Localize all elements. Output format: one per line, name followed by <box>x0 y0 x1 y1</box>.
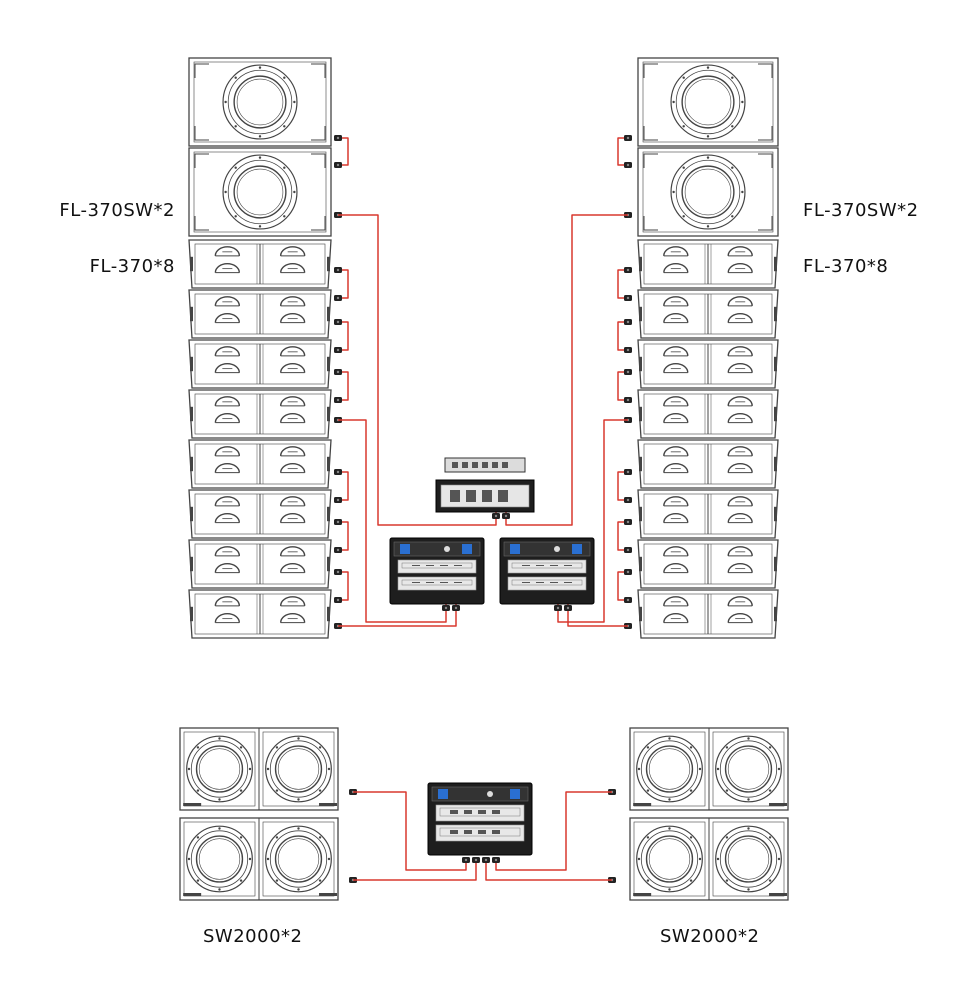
speakon-connector <box>624 597 632 603</box>
speaker-cable <box>617 269 628 299</box>
speaker-cable <box>338 371 349 401</box>
bottom-right-subwoofer-label: SW2000*2 <box>660 926 760 947</box>
speakon-connector <box>624 547 632 553</box>
speaker-cable <box>617 371 628 401</box>
speaker-cable <box>485 858 612 881</box>
right-line-array-cabinet <box>637 389 779 439</box>
speakon-connector <box>624 135 632 141</box>
left-amplifier-rack <box>389 537 485 605</box>
left-array-label: FL-370*8 <box>89 256 175 277</box>
speaker-cable <box>617 471 628 501</box>
speaker-cable <box>338 471 349 501</box>
speakon-connector <box>624 295 632 301</box>
speakon-connector <box>334 369 342 375</box>
subwoofer-amplifier <box>435 479 535 513</box>
speaker-cable <box>617 521 628 551</box>
speaker-cable <box>353 858 477 881</box>
speakon-connector <box>334 162 342 168</box>
speakon-connector <box>502 513 510 519</box>
speaker-cable <box>338 571 349 601</box>
speakon-connector <box>624 519 632 525</box>
right-line-array-cabinet <box>637 289 779 339</box>
speaker-cable <box>495 791 612 871</box>
speaker-cable <box>567 604 628 627</box>
speaker-cable <box>557 419 628 623</box>
speakon-connector <box>334 295 342 301</box>
speaker-cable <box>353 791 467 871</box>
speaker-cable <box>617 571 628 601</box>
left-line-array-cabinet <box>188 589 332 639</box>
speakon-connector <box>624 162 632 168</box>
right-line-array-cabinet <box>637 489 779 539</box>
speaker-cable <box>338 269 349 299</box>
speakon-connector <box>334 135 342 141</box>
speakon-connector <box>564 605 572 611</box>
speakon-connector <box>334 569 342 575</box>
speakon-connector <box>334 547 342 553</box>
left-line-array-cabinet <box>188 289 332 339</box>
left-line-array-cabinet <box>188 389 332 439</box>
bottom-left-subwoofer-label: SW2000*2 <box>203 926 303 947</box>
speaker-cable <box>617 137 628 166</box>
right-line-array-cabinet <box>637 589 779 639</box>
speakon-connector <box>554 605 562 611</box>
speakon-connector <box>624 469 632 475</box>
right-amplifier-rack <box>499 537 595 605</box>
speakon-connector <box>624 397 632 403</box>
speakon-connector <box>624 319 632 325</box>
right-subwoofer-cabinet <box>637 57 779 147</box>
speakon-connector <box>624 347 632 353</box>
left-subwoofer-cabinet <box>188 147 332 237</box>
right-line-array-cabinet <box>637 339 779 389</box>
speakon-connector <box>334 519 342 525</box>
speakon-connector <box>334 347 342 353</box>
left-line-array-cabinet <box>188 239 332 289</box>
speaker-cable <box>338 419 447 623</box>
right-line-array-cabinet <box>637 439 779 489</box>
speaker-cable <box>617 321 628 351</box>
speakon-connector <box>624 369 632 375</box>
bottom-left-subwoofer-cabinet <box>179 817 339 901</box>
right-line-array-cabinet <box>637 239 779 289</box>
right-subwoofer-label: FL-370SW*2 <box>803 200 919 221</box>
right-line-array-cabinet <box>637 539 779 589</box>
speakon-connector <box>482 857 490 863</box>
speaker-cable <box>338 604 457 627</box>
speaker-cable <box>338 321 349 351</box>
speakon-connector <box>442 605 450 611</box>
speakon-connector <box>334 397 342 403</box>
bottom-amplifier-rack <box>427 782 533 856</box>
left-subwoofer-label: FL-370SW*2 <box>59 200 175 221</box>
right-subwoofer-cabinet <box>637 147 779 237</box>
speakon-connector <box>452 605 460 611</box>
signal-processor <box>444 457 526 473</box>
speakon-connector <box>334 497 342 503</box>
left-line-array-cabinet <box>188 489 332 539</box>
speakon-connector <box>334 597 342 603</box>
speakon-connector <box>462 857 470 863</box>
speakon-connector <box>624 497 632 503</box>
left-line-array-cabinet <box>188 539 332 589</box>
speakon-connector <box>492 513 500 519</box>
speaker-cable <box>338 214 497 526</box>
left-line-array-cabinet <box>188 339 332 389</box>
right-array-label: FL-370*8 <box>803 256 889 277</box>
bottom-right-subwoofer-cabinet <box>629 817 789 901</box>
speakon-connector <box>472 857 480 863</box>
speakon-connector <box>624 267 632 273</box>
speakon-connector <box>334 319 342 325</box>
speaker-cable <box>505 214 628 526</box>
left-line-array-cabinet <box>188 439 332 489</box>
speakon-connector <box>334 267 342 273</box>
left-subwoofer-cabinet <box>188 57 332 147</box>
speakon-connector <box>492 857 500 863</box>
speaker-cable <box>338 137 349 166</box>
bottom-right-subwoofer-cabinet <box>629 727 789 811</box>
speakon-connector <box>334 469 342 475</box>
bottom-left-subwoofer-cabinet <box>179 727 339 811</box>
speaker-cable <box>338 521 349 551</box>
speakon-connector <box>624 569 632 575</box>
